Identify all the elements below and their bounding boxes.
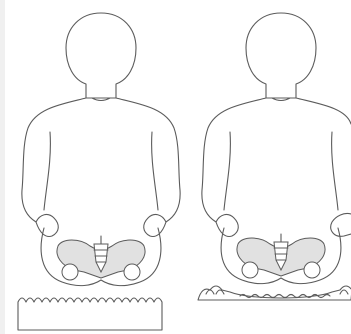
- soft-seat-surface: [198, 286, 351, 300]
- head-right: [246, 13, 316, 98]
- firm-seat-surface: [18, 298, 162, 330]
- hip-joint-left-l: [62, 264, 78, 280]
- waist-right: [224, 132, 338, 210]
- figure-left: [18, 13, 180, 330]
- head-left: [66, 13, 136, 98]
- hand-left-l: [36, 215, 58, 237]
- hip-joint-right-r: [304, 262, 320, 278]
- hip-joint-right-l: [242, 262, 258, 278]
- hand-right-r: [331, 213, 351, 236]
- figure-right: [198, 13, 351, 300]
- hand-left-r: [144, 215, 166, 237]
- hand-right-l: [216, 215, 238, 237]
- torso-left: [22, 98, 180, 222]
- waist-left: [44, 132, 158, 210]
- hip-joint-left-r: [124, 264, 140, 280]
